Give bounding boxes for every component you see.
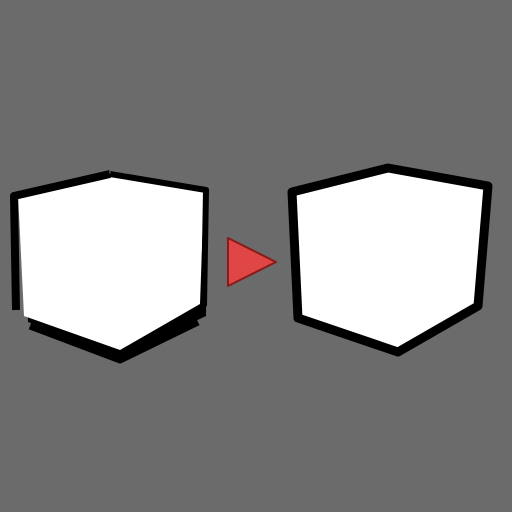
cube-after-icon — [287, 163, 493, 357]
cube-before-icon — [10, 170, 209, 364]
cube-before-face — [18, 172, 204, 350]
cube-before-edge-bottom — [28, 318, 200, 364]
arrow-right-icon — [227, 237, 277, 287]
cube-before-edge-left — [10, 170, 111, 311]
cube-before-edge-right — [109, 171, 209, 307]
